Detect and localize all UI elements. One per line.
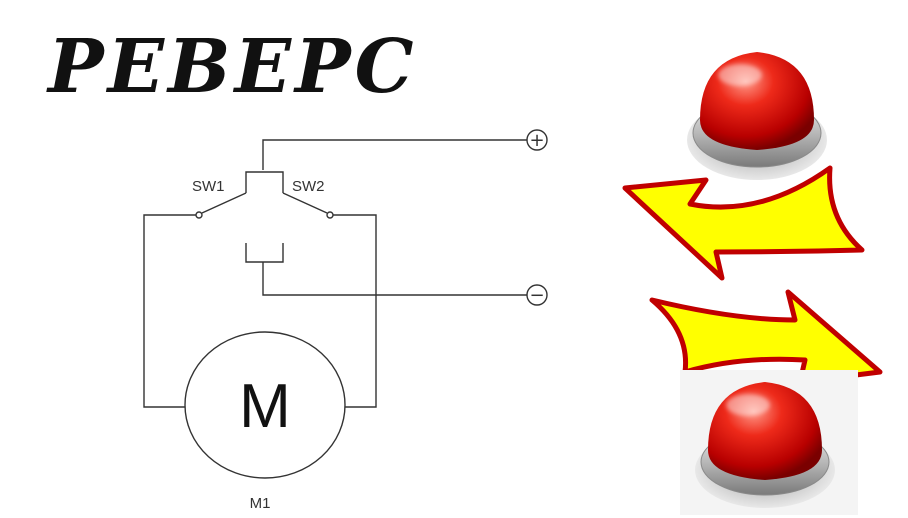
plus-wire [262, 139, 527, 170]
switch2-lever [282, 192, 328, 214]
switch2-label: SW2 [292, 178, 325, 195]
circuit-diagram: + SW1 SW2 − M M1 [143, 129, 548, 512]
minus-wire [262, 262, 527, 296]
switch1-contact [195, 211, 203, 219]
bottom-button-highlight [726, 394, 770, 416]
plus-symbol: + [529, 130, 544, 151]
switch1-label: SW1 [192, 178, 225, 195]
lower-contact [245, 243, 284, 263]
switch2-contact [326, 211, 334, 219]
right-loop-wire [333, 214, 377, 408]
motor-letter: M [239, 372, 291, 441]
motor-ref-label: M1 [250, 495, 271, 512]
top-red-button[interactable] [668, 40, 846, 192]
bottom-red-button[interactable] [680, 370, 858, 515]
curved-arrow-left-icon [622, 165, 865, 281]
minus-symbol: − [529, 285, 544, 306]
page-title: РЕВЕРС [46, 24, 418, 110]
upper-contact [245, 171, 284, 193]
top-button-highlight [718, 64, 762, 86]
curved-arrow-right-icon [649, 289, 883, 385]
minus-terminal [526, 284, 548, 306]
plus-terminal [526, 129, 548, 151]
left-loop-wire [143, 214, 196, 408]
switch1-lever [201, 192, 247, 214]
motor-symbol [184, 331, 346, 479]
